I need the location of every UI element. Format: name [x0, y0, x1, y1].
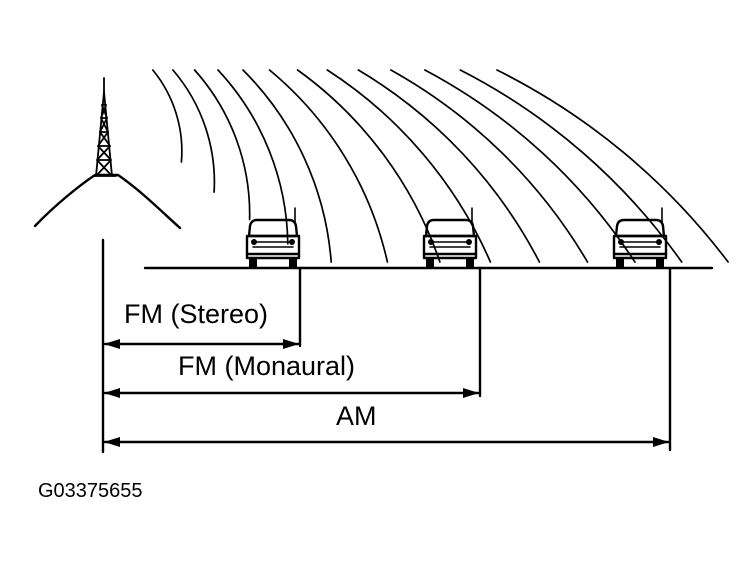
car-icon	[612, 207, 668, 268]
radio-wave-arc	[242, 69, 333, 263]
fm-stereo-label: FM (Stereo)	[124, 299, 268, 329]
radio-waves	[151, 69, 729, 263]
figure-code: G03375655	[38, 480, 143, 502]
am-label: AM	[336, 401, 377, 431]
radio-wave-arc	[268, 69, 389, 263]
radio-wave-arc	[496, 69, 729, 263]
radio-wave-arc	[172, 69, 216, 193]
fm-monaural-label: FM (Monaural)	[178, 351, 355, 381]
radio-wave-arc	[326, 69, 492, 263]
car-icon	[422, 207, 478, 268]
radio-wave-arc	[151, 69, 183, 163]
radio-tower-icon	[92, 77, 117, 177]
radio-wave-arc	[459, 69, 683, 263]
radio-wave-arc	[217, 69, 289, 245]
hill	[33, 173, 182, 230]
radio-wave-arc	[296, 69, 441, 263]
radio-wave-arc	[424, 69, 636, 263]
radio-wave-arc	[193, 69, 251, 221]
radio-wave-arc	[357, 69, 541, 263]
car-icon	[245, 207, 301, 268]
radio-wave-arc	[390, 69, 589, 263]
